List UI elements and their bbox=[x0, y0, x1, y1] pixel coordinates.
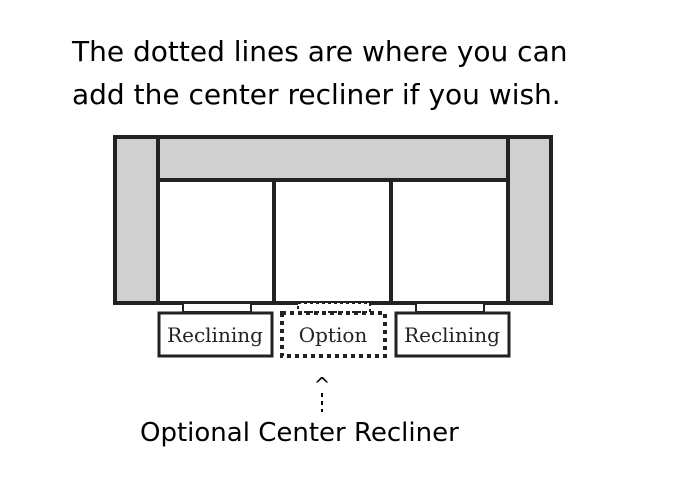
sofa-back bbox=[156, 135, 510, 182]
caption-line-2: add the center recliner if you wish. bbox=[72, 78, 561, 111]
caption-text: The dotted lines are where you can add t… bbox=[72, 30, 682, 116]
left-seat-label: Reclining bbox=[167, 323, 263, 347]
left-cushion bbox=[156, 178, 276, 305]
right-footrest bbox=[394, 311, 511, 358]
caption-line-1: The dotted lines are where you can bbox=[72, 35, 568, 68]
center-seat-label: Option bbox=[299, 323, 368, 347]
left-footrest bbox=[157, 311, 274, 358]
right-arm bbox=[506, 135, 553, 305]
pointer-arrow-glyph: ^ bbox=[314, 373, 331, 397]
optional-center-recliner-label: Optional Center Recliner bbox=[140, 418, 459, 448]
left-footrest-connector bbox=[182, 302, 252, 313]
right-footrest-connector bbox=[415, 302, 485, 313]
center-footrest-dotted bbox=[280, 311, 387, 358]
left-arm bbox=[113, 135, 160, 305]
right-cushion bbox=[389, 178, 510, 305]
center-cushion bbox=[272, 178, 393, 305]
center-footrest-connector bbox=[297, 302, 371, 313]
right-seat-label: Reclining bbox=[404, 323, 500, 347]
